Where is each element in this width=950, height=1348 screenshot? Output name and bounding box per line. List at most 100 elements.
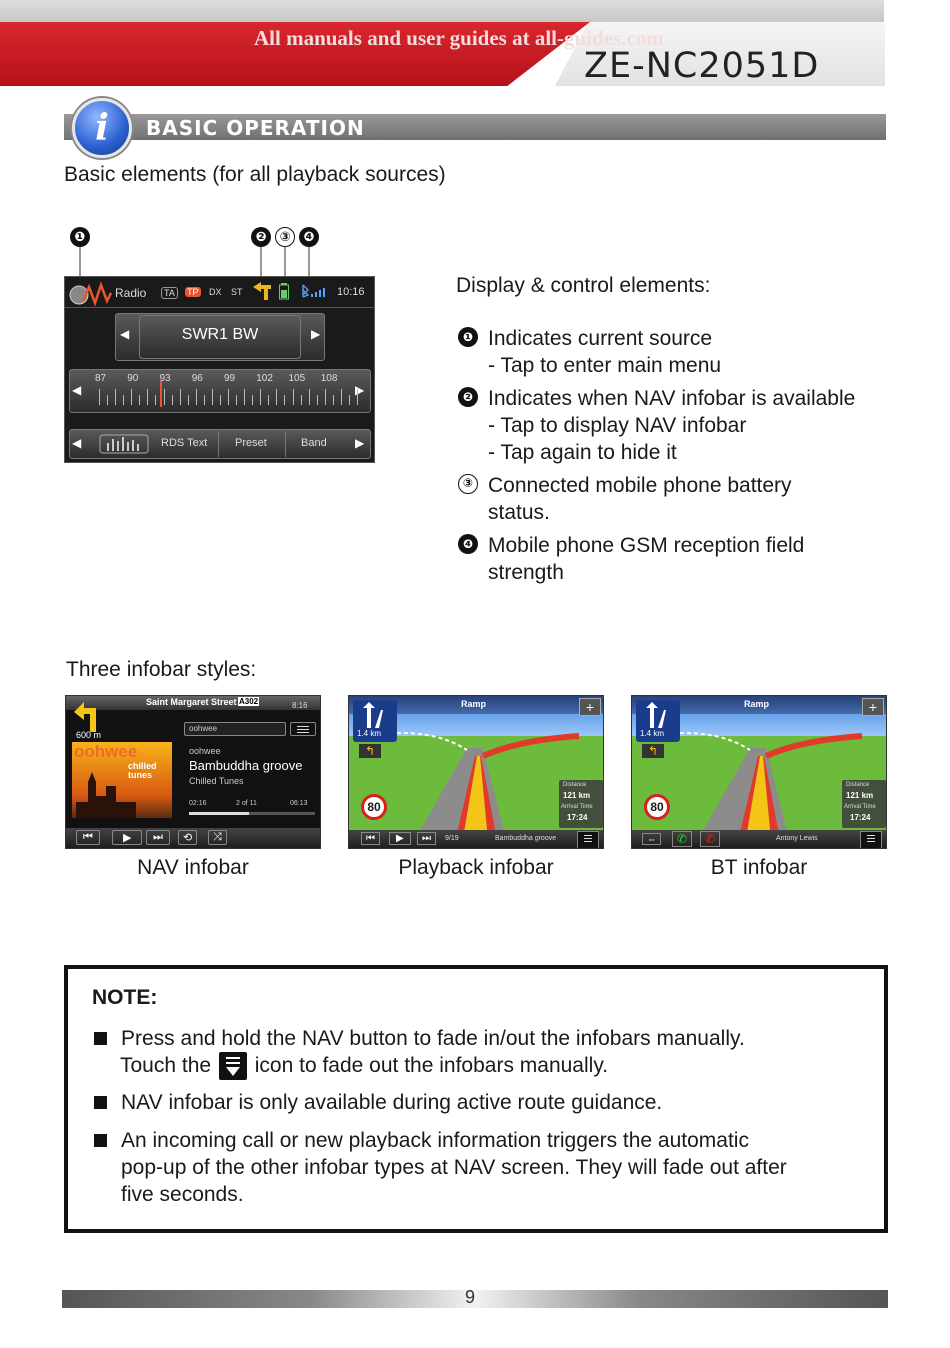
desc-1-line-2: - Tap to enter main menu (488, 354, 722, 377)
next-turn-icon: ↰ (642, 744, 665, 758)
page-number: 9 (465, 1287, 476, 1307)
track-length: 06:13 (290, 800, 308, 807)
bar-right-button[interactable]: ▶ (355, 436, 365, 450)
maneuver-distance: 1.4 km (357, 729, 382, 738)
next-station-button[interactable]: ▶ (311, 327, 321, 341)
reject-call-icon[interactable]: ✆ (700, 831, 721, 847)
nav-time: 8:16 (292, 701, 308, 710)
silhouette-image (76, 772, 136, 818)
prev-track-button[interactable]: ⏮ (361, 832, 380, 845)
source-wave-icon[interactable] (69, 281, 113, 309)
search-field[interactable] (184, 722, 286, 736)
tuning-needle[interactable] (159, 381, 162, 407)
street-name: Saint Margaret Street (146, 697, 237, 707)
scale-label: 87 (95, 373, 107, 384)
zoom-in-button[interactable]: + (579, 698, 601, 716)
speed-limit-sign: 80 (361, 794, 387, 820)
scale-tick (316, 395, 318, 405)
station-display[interactable] (139, 315, 301, 359)
speed-limit-sign: 80 (644, 794, 670, 820)
zoom-in-button[interactable]: + (862, 698, 884, 716)
fade-out-icon[interactable] (577, 831, 599, 848)
infobars-heading: Three infobar styles: (66, 658, 257, 681)
tuning-scale[interactable] (69, 369, 371, 413)
equalizer-icon[interactable] (95, 433, 153, 455)
play-button[interactable]: ▶ (112, 830, 143, 845)
next-track-button[interactable]: ⏭ (146, 830, 170, 845)
accept-call-icon[interactable]: ✆ (672, 831, 693, 847)
rds-text-button[interactable]: RDS Text (161, 437, 208, 449)
header-top-band (0, 0, 884, 22)
progress-bar[interactable] (189, 812, 315, 815)
section-subtitle: Basic elements (for all playback sources… (64, 163, 446, 186)
desc-4-line-1: Mobile phone GSM reception field (488, 534, 805, 557)
playback-controls-bar (349, 830, 603, 848)
callout-line (308, 247, 310, 283)
tune-down-button[interactable]: ◀ (72, 383, 82, 397)
flag-st: ST (231, 287, 243, 297)
road-badge: A302 (238, 697, 260, 706)
next-track-button[interactable]: ⏭ (417, 832, 436, 845)
scale-tick (195, 389, 197, 405)
controls-bar (66, 828, 320, 848)
marker-4: ❹ (458, 534, 478, 554)
track-title: Bambuddha groove (189, 758, 303, 773)
scale-label: 93 (159, 373, 171, 384)
phone-menu-icon[interactable]: ⇔ (642, 833, 661, 845)
cover-title: oohwee (74, 742, 138, 761)
arrival-label: Arrival Time (844, 804, 876, 810)
shuffle-icon[interactable]: ⤨ (208, 830, 227, 845)
nav-arrow-icon[interactable] (251, 281, 273, 301)
note-3-line-3: five seconds. (121, 1183, 244, 1206)
bullet (94, 1134, 107, 1147)
scale-label: 90 (127, 373, 139, 384)
scale-tick (348, 395, 350, 405)
station-name: SWR1 BW (181, 326, 259, 343)
distance-label: Distance (563, 782, 587, 788)
model-name: ZE-NC2051D (584, 46, 820, 86)
list-icon[interactable] (290, 722, 316, 736)
play-button[interactable]: ▶ (389, 832, 411, 845)
maneuver-panel: 1.4 km (636, 700, 680, 742)
preset-button[interactable]: Preset (235, 437, 267, 449)
tune-up-button[interactable]: ▶ (355, 383, 365, 397)
band-button[interactable]: Band (301, 437, 327, 449)
callout-3: ③ (275, 227, 295, 247)
flag-ta: TA (161, 287, 178, 299)
bar-left-button[interactable]: ◀ (72, 436, 82, 450)
arrival-label: Arrival Time (561, 804, 593, 810)
scale-tick (163, 389, 165, 405)
trip-info-panel: Distance 121 km Arrival Time 17:24 (559, 780, 603, 828)
note-1-line-1: Press and hold the NAV button to fade in… (121, 1027, 745, 1050)
playback-infobar-caption: Playback infobar (398, 856, 554, 879)
callout-line (79, 247, 81, 283)
desc-2-line-1: Indicates when NAV infobar is available (488, 387, 856, 410)
info-icon: i (72, 98, 132, 158)
cover-subtitle: chilled tunes (128, 761, 157, 780)
description-heading: Display & control elements: (456, 274, 711, 297)
distance-label: Distance (846, 782, 870, 788)
fade-out-icon (218, 1052, 247, 1081)
note-2-line-1: NAV infobar is only available during act… (121, 1091, 663, 1114)
scale-tick (131, 389, 133, 405)
search-text: oohwee (189, 724, 218, 733)
maneuver-distance: 1.4 km (640, 729, 665, 738)
callout-line (260, 247, 262, 283)
repeat-icon[interactable]: ⟲ (178, 830, 198, 845)
callout-1: ❶ (70, 227, 90, 247)
next-turn-icon: ↰ (359, 744, 382, 758)
prev-track-button[interactable]: ⏮ (76, 830, 100, 845)
desc-3-line-1: Connected mobile phone battery (488, 474, 792, 497)
scale-tick (179, 389, 181, 405)
desc-1-line-1: Indicates current source (488, 327, 713, 350)
scale-tick (187, 395, 189, 405)
note-3-line-1: An incoming call or new playback informa… (121, 1129, 749, 1152)
scale-label: 102 (256, 373, 273, 384)
fade-out-icon[interactable] (860, 831, 882, 848)
ramp-icon (646, 702, 666, 728)
trip-info-panel: Distance 121 km Arrival Time 17:24 (842, 780, 886, 828)
prev-station-button[interactable]: ◀ (120, 327, 130, 341)
scale-tick (147, 389, 149, 405)
bullet (94, 1096, 107, 1109)
